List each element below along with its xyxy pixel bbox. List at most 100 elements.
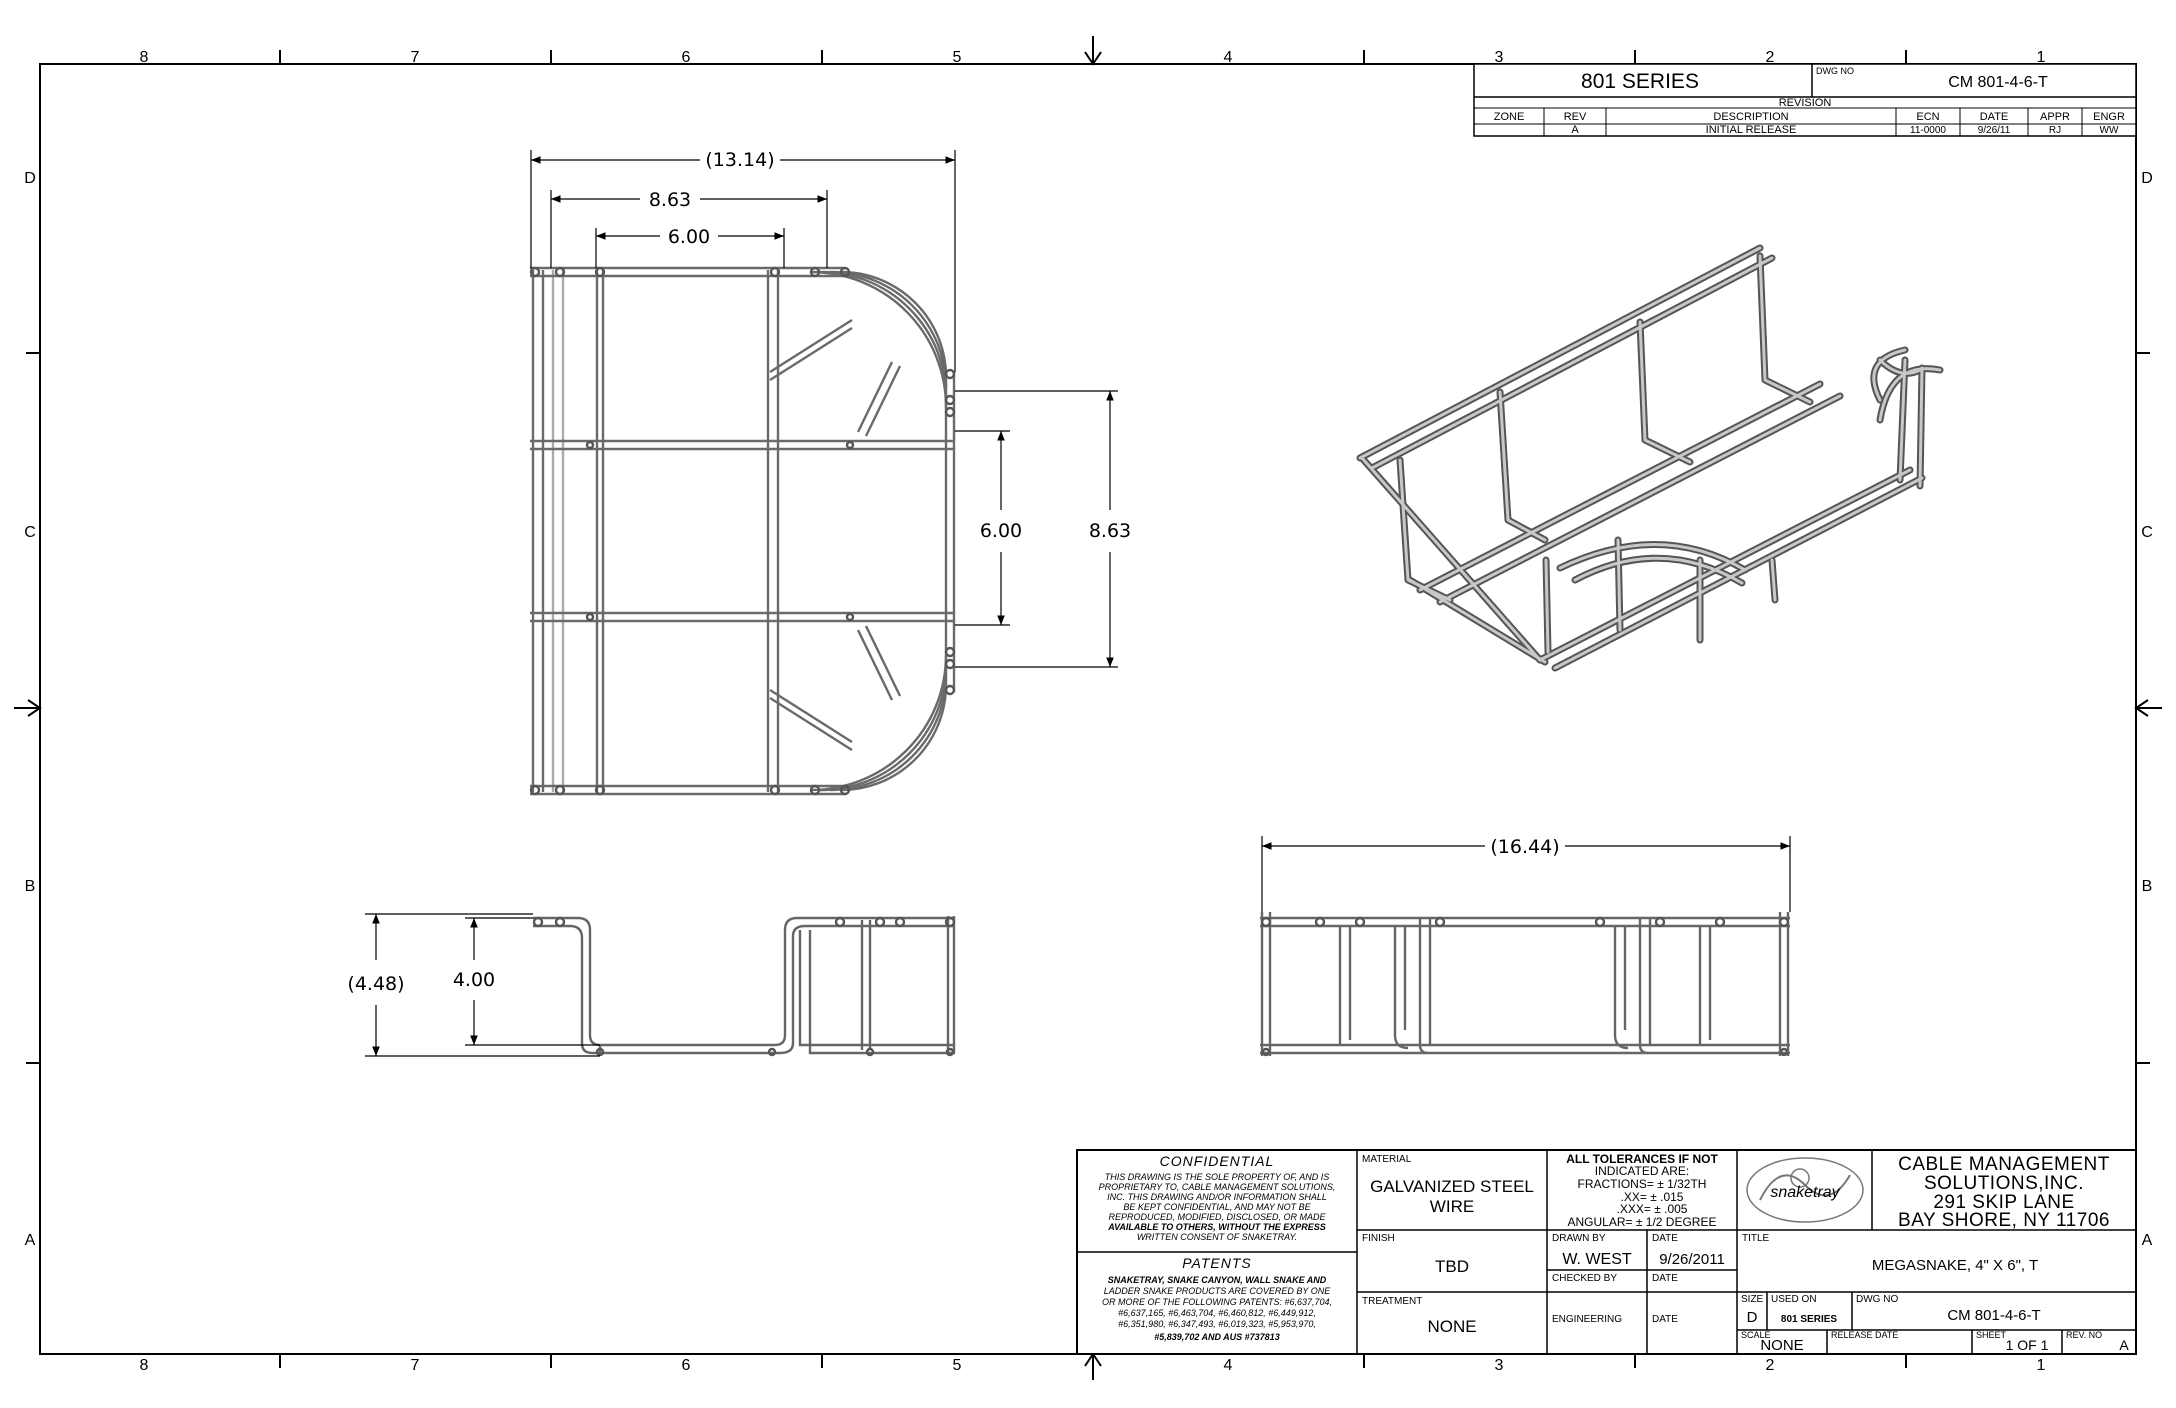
company-line-1: CABLE MANAGEMENT [1898,1154,2110,1175]
tolerance-line-2: INDICATED ARE: [1595,1164,1689,1178]
dim-side-height: 4.00 [453,969,495,991]
zone-col-7-top: 7 [411,49,420,66]
material-line-1: GALVANIZED STEEL [1370,1177,1534,1196]
drawn-date-value: 9/26/2011 [1659,1251,1725,1268]
revision-header-rev: REV [1564,111,1587,123]
dim-front-length: (16.44) [1490,836,1559,858]
confidential-line-6: AVAILABLE TO OTHERS, WITHOUT THE EXPRESS [1107,1222,1326,1232]
company-line-3: 291 SKIP LANE [1933,1192,2074,1213]
revision-header-date: DATE [1980,111,2009,123]
zone-row-c-left: C [24,524,36,541]
release-date-label: RELEASE DATE [1831,1330,1898,1340]
dim-overall-width: (13.14) [705,149,774,171]
title-block: CONFIDENTIAL THIS DRAWING IS THE SOLE PR… [1076,1149,2137,1355]
engineering-label: ENGINEERING [1552,1314,1622,1325]
confidential-title: CONFIDENTIAL [1160,1153,1275,1169]
dwg-no-label: DWG NO [1856,1294,1898,1305]
zone-row-a-right: A [2142,1232,2153,1249]
revision-series: 801 SERIES [1581,70,1699,93]
dim-branch-outer: 8.63 [1089,520,1131,542]
zone-row-b-left: B [25,878,36,895]
patents-line-3: OR MORE OF THE FOLLOWING PATENTS: #6,637… [1102,1297,1332,1307]
size-label: SIZE [1741,1294,1764,1305]
revision-cell-appr: RJ [2049,125,2061,136]
company-line-2: SOLUTIONS,INC. [1924,1173,2084,1194]
confidential-line-1: THIS DRAWING IS THE SOLE PROPERTY OF, AN… [1105,1172,1330,1182]
rev-no-label: REV. NO [2066,1330,2102,1340]
drawn-by-value: W. WEST [1562,1251,1632,1268]
used-on-label: USED ON [1771,1294,1817,1305]
patents-line-4: #6,637,165, #6,463,704, #6,460,812, #6,4… [1118,1308,1316,1318]
scale-value: NONE [1760,1337,1803,1354]
patents-line-1: SNAKETRAY, SNAKE CANYON, WALL SNAKE AND [1108,1275,1327,1285]
tolerance-line-3: FRACTIONS= ± 1/32TH [1578,1177,1707,1191]
front-view-dimensions [1261,836,1791,912]
zone-row-a-left: A [25,1232,36,1249]
front-view [1260,912,1790,1057]
engineering-date-label: DATE [1652,1314,1678,1325]
side-view [532,916,956,1057]
zone-row-c-right: C [2141,524,2153,541]
logo-text: snaketray [1770,1184,1840,1201]
isometric-view [1356,244,1944,672]
zone-col-1-top: 1 [2037,49,2046,66]
finish-label: FINISH [1362,1233,1395,1244]
zone-col-2-bottom: 2 [1766,1357,1775,1374]
zone-col-7-bottom: 7 [411,1357,420,1374]
used-on-value: 801 SERIES [1781,1314,1837,1325]
side-view-dimensions [365,913,600,1057]
drawn-by-label: DRAWN BY [1552,1233,1606,1244]
dwg-no-value: CM 801-4-6-T [1947,1307,2040,1324]
zone-col-3-top: 3 [1495,49,1504,66]
patents-line-2: LADDER SNAKE PRODUCTS ARE COVERED BY ONE [1104,1286,1332,1296]
drawn-date-label: DATE [1652,1233,1678,1244]
material-line-2: WIRE [1430,1197,1474,1216]
zone-col-4-bottom: 4 [1224,1357,1233,1374]
revision-header-appr: APPR [2040,111,2070,123]
zone-row-d-left: D [24,170,36,187]
tolerance-line-6: ANGULAR= ± 1/2 DEGREE [1568,1215,1717,1229]
dim-side-overall-height: (4.48) [347,973,404,995]
zone-col-4-top: 4 [1224,49,1233,66]
confidential-line-3: INC. THIS DRAWING AND/OR INFORMATION SHA… [1107,1192,1327,1202]
zone-col-8-bottom: 8 [140,1357,149,1374]
zone-col-5-top: 5 [953,49,962,66]
zone-col-8-top: 8 [140,49,149,66]
snaketray-logo: snaketray [1746,1157,1864,1223]
zone-row-d-right: D [2141,170,2153,187]
confidential-line-5: REPRODUCED, MODIFIED, DISCLOSED, OR MADE [1108,1212,1326,1222]
zone-col-3-bottom: 3 [1495,1357,1504,1374]
zone-col-5-bottom: 5 [953,1357,962,1374]
finish-value: TBD [1435,1257,1469,1276]
confidential-line-2: PROPRIETARY TO, CABLE MANAGEMENT SOLUTIO… [1099,1182,1336,1192]
checked-date-label: DATE [1652,1273,1678,1284]
zone-col-6-top: 6 [682,49,691,66]
tolerance-line-5: .XXX= ± .005 [1617,1202,1688,1216]
patents-title: PATENTS [1182,1255,1252,1271]
revision-cell-date: 9/26/11 [1978,125,2011,136]
revision-block: 801 SERIES DWG NO CM 801-4-6-T REVISION … [1473,63,2137,137]
confidential-line-4: BE KEPT CONFIDENTIAL, AND MAY NOT BE [1123,1202,1311,1212]
revision-title: REVISION [1779,97,1832,109]
zone-col-2-top: 2 [1766,49,1775,66]
confidential-line-7: WRITTEN CONSENT OF SNAKETRAY. [1137,1232,1297,1242]
treatment-value: NONE [1427,1317,1476,1336]
treatment-label: TREATMENT [1362,1296,1422,1307]
sheet-value: 1 OF 1 [2006,1337,2049,1353]
zone-row-b-right: B [2142,878,2153,895]
dim-inner-width: 6.00 [668,226,710,248]
drawing-title: MEGASNAKE, 4" X 6", T [1872,1257,2038,1274]
tolerance-line-4: .XX= ± .015 [1621,1190,1684,1204]
revision-dwg-no: CM 801-4-6-T [1948,74,2048,91]
title-label: TITLE [1742,1233,1770,1244]
tolerance-line-1: ALL TOLERANCES IF NOT [1566,1152,1718,1166]
material-label: MATERIAL [1362,1154,1412,1165]
dim-outer-width: 8.63 [649,189,691,211]
top-view-dimensions [530,150,1118,668]
revision-cell-engr: WW [2100,125,2119,136]
company-line-4: BAY SHORE, NY 11706 [1898,1210,2110,1231]
revision-header-engr: ENGR [2093,111,2125,123]
top-view [529,266,956,796]
checked-by-label: CHECKED BY [1552,1273,1617,1284]
